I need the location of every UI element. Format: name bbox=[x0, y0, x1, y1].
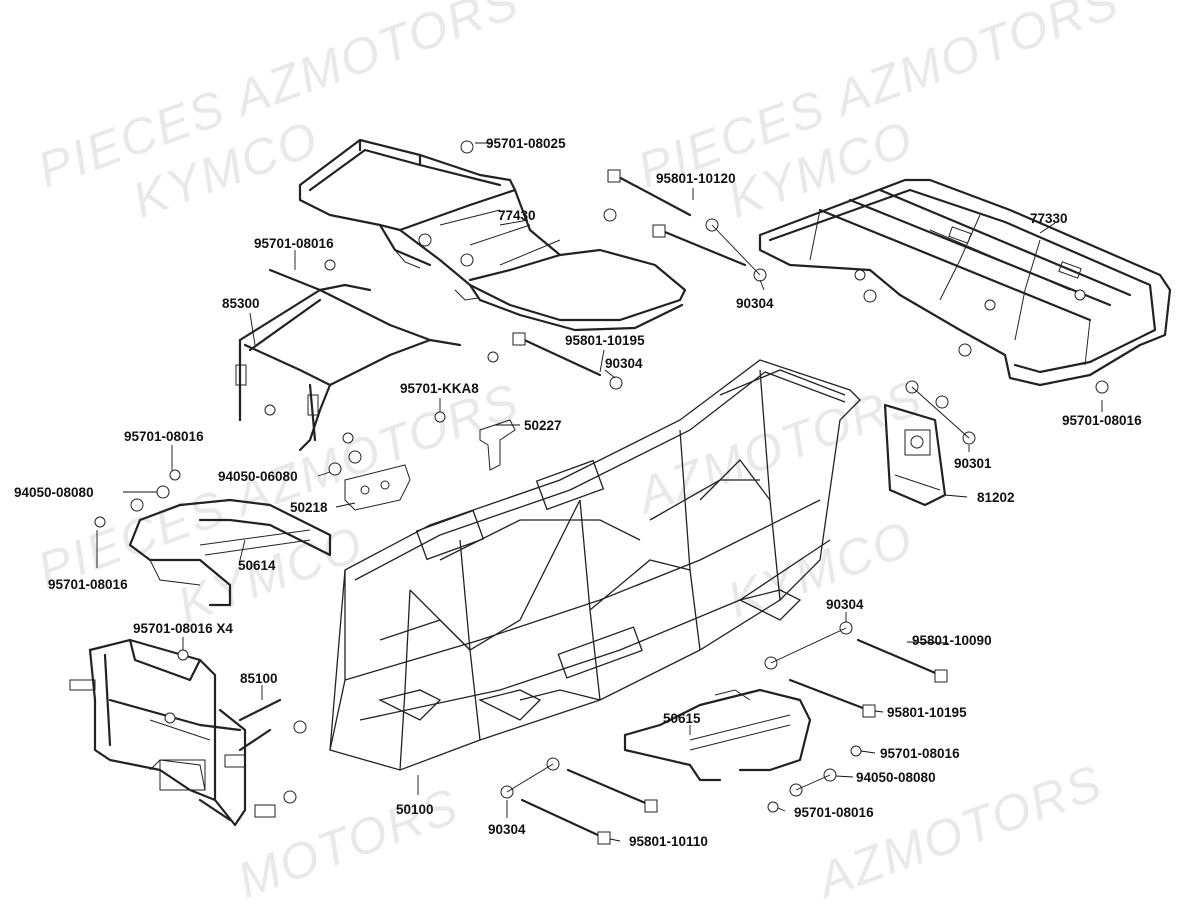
part-label: 94050-08080 bbox=[14, 485, 94, 500]
part-label: 95701-KKA8 bbox=[400, 381, 479, 396]
leader-lines bbox=[96, 142, 1103, 842]
part-label: 50218 bbox=[290, 500, 328, 515]
part-label: 95801-10195 bbox=[887, 705, 967, 720]
rear-rack-77430 bbox=[298, 138, 687, 332]
part-label: 95701-08016 bbox=[254, 236, 334, 251]
bumper-85100 bbox=[69, 638, 282, 827]
part-label: 95801-10110 bbox=[629, 834, 708, 849]
part-labels: 95701-08025 77430 95801-10120 77330 9570… bbox=[14, 136, 1142, 849]
part-label: 95701-08016 bbox=[880, 746, 960, 761]
part-label: 95801-10090 bbox=[912, 633, 992, 648]
part-label: 85300 bbox=[222, 296, 260, 311]
main-frame-50100 bbox=[329, 359, 861, 771]
long-bolts bbox=[512, 169, 948, 845]
plate-81202 bbox=[883, 403, 947, 507]
part-label: 50615 bbox=[663, 711, 701, 726]
part-label: 77330 bbox=[1030, 211, 1068, 226]
part-label: 95701-08016 bbox=[794, 805, 874, 820]
part-label: 90301 bbox=[954, 456, 992, 471]
bracket-50218 bbox=[344, 464, 411, 511]
part-label: 94050-08080 bbox=[856, 770, 936, 785]
footrest-50615 bbox=[623, 688, 812, 782]
part-label: 90304 bbox=[488, 822, 526, 837]
part-label: 95701-08025 bbox=[486, 136, 566, 151]
part-label: 95801-10120 bbox=[656, 171, 736, 186]
part-label: 90304 bbox=[736, 296, 774, 311]
part-label: 94050-06080 bbox=[218, 469, 298, 484]
bracket-50227 bbox=[479, 419, 516, 471]
footrest-50614 bbox=[128, 498, 332, 607]
part-label: 95701-08016 bbox=[1062, 413, 1142, 428]
part-label: 95701-08016 bbox=[48, 577, 128, 592]
part-label: 95801-10195 bbox=[565, 333, 645, 348]
part-label: 95701-08016 bbox=[124, 429, 204, 444]
part-label: 90304 bbox=[605, 356, 643, 371]
part-label: 90304 bbox=[826, 597, 864, 612]
part-label: 95701-08016 X4 bbox=[133, 621, 233, 636]
part-label: 85100 bbox=[240, 671, 278, 686]
part-label: 50227 bbox=[524, 418, 562, 433]
nuts-and-bolts bbox=[94, 140, 1109, 813]
part-label: 77430 bbox=[498, 208, 536, 223]
part-label: 50614 bbox=[238, 558, 276, 573]
carrier-85300 bbox=[235, 268, 462, 452]
part-label: 81202 bbox=[977, 490, 1015, 505]
front-rack-77330 bbox=[758, 178, 1172, 387]
part-label: 50100 bbox=[396, 802, 434, 817]
